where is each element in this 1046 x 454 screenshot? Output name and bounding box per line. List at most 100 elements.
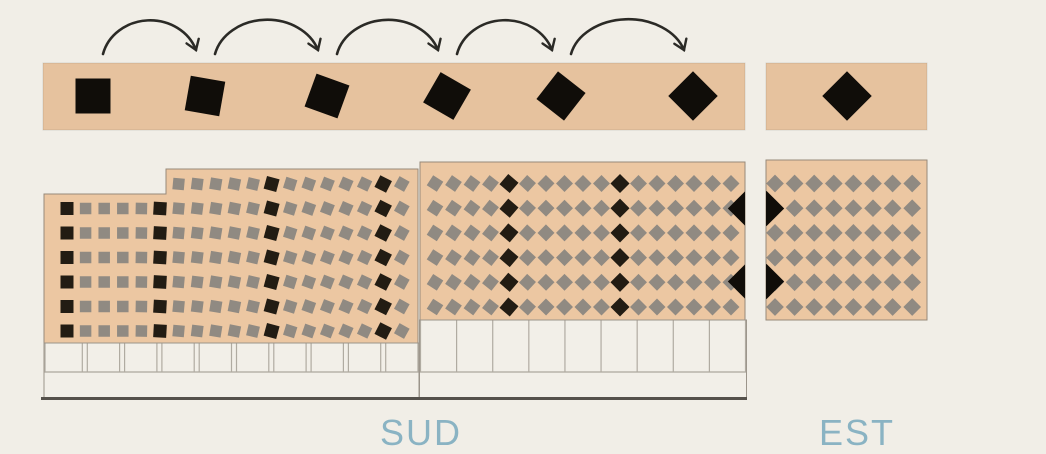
facade-cell <box>722 249 740 267</box>
facade-cell <box>648 199 666 217</box>
facade-cell <box>338 200 354 217</box>
facade-cell <box>393 298 410 315</box>
ground-floor <box>41 319 747 400</box>
facade-cell <box>482 298 499 316</box>
rotation-arrows <box>101 17 688 56</box>
facade-cell <box>445 298 462 316</box>
facade-cell <box>356 323 373 339</box>
facade-cell <box>338 323 354 339</box>
facade-cell <box>117 202 129 215</box>
facade-cell <box>574 298 592 316</box>
facade-cell-black <box>374 322 392 340</box>
facade-cell <box>556 199 573 217</box>
facade-cell <box>648 273 666 291</box>
facade-cell <box>445 273 462 291</box>
caption-est: EST <box>818 412 895 453</box>
facade-cell <box>135 227 148 239</box>
facade-cell-black <box>263 200 280 217</box>
facade-cell <box>117 227 129 239</box>
facade-cell <box>519 298 536 316</box>
facade-cell <box>426 274 444 291</box>
facade-cell <box>98 227 110 239</box>
facade-cell <box>98 300 110 313</box>
facade-cell <box>319 201 335 216</box>
ground-strip <box>419 319 747 399</box>
facade-cell <box>246 177 260 191</box>
facade-cell-black <box>610 198 630 218</box>
facade-cell <box>227 299 242 314</box>
facade-cell-black <box>60 202 74 215</box>
facade-cell <box>445 175 462 192</box>
arc-arrow <box>101 19 200 56</box>
facade-cell-black <box>60 226 74 240</box>
facade-cell <box>227 201 242 216</box>
facade-cell <box>445 249 462 266</box>
facade-cell-black <box>153 275 167 289</box>
facade-cell <box>356 249 373 266</box>
facade-cell <box>556 224 573 242</box>
corner-diamond <box>727 263 745 300</box>
facade-cell-black <box>610 223 630 243</box>
rotation-step-square <box>304 73 350 119</box>
arc-arrow <box>335 18 442 56</box>
facade-cell <box>190 177 204 191</box>
facade-cell <box>135 202 148 215</box>
facade-est <box>765 159 928 321</box>
facade-cell <box>556 175 573 192</box>
facade-cell <box>319 274 335 290</box>
facade-cell <box>172 202 185 215</box>
facade-cell <box>685 249 703 267</box>
facade-cell <box>445 224 462 242</box>
facade-cell <box>463 298 481 316</box>
facade-cell <box>667 224 684 242</box>
facade-cell <box>593 224 610 242</box>
facade-cell <box>593 273 610 291</box>
facade-cell <box>209 177 223 191</box>
facade-cell <box>445 199 462 217</box>
facade-cell <box>630 175 647 192</box>
facade-cell <box>79 251 92 264</box>
facade-cell <box>463 224 481 242</box>
facade-cell <box>135 300 148 313</box>
facade-cell <box>393 274 410 290</box>
facade-cell-black <box>610 248 630 268</box>
facade-cell <box>574 249 592 267</box>
facade-cell <box>190 226 204 240</box>
facade-cell <box>356 225 373 241</box>
facade-cell <box>704 298 721 316</box>
facade-cell <box>630 224 647 242</box>
facade-cell-black <box>153 226 167 240</box>
facade-cell <box>537 224 555 242</box>
facade-cell <box>393 225 410 241</box>
facade-cell <box>426 249 444 266</box>
facade-cell <box>117 276 129 288</box>
facade-cell-black <box>153 324 167 338</box>
facade-cell <box>301 299 317 314</box>
rotation-step-square <box>423 72 471 120</box>
facade-cell <box>519 273 536 291</box>
facade-cell-black <box>374 224 392 242</box>
facade-cell <box>283 201 298 216</box>
facade-cell <box>190 300 204 313</box>
facade-cell-black <box>499 173 519 194</box>
rotation-step-square <box>75 78 111 114</box>
facade-cell <box>227 324 242 338</box>
arc-arrow <box>569 17 688 56</box>
rotation-step-square <box>536 71 586 121</box>
facade-cell <box>648 224 666 242</box>
facade-cell <box>301 323 317 339</box>
facade-cell <box>426 199 444 217</box>
facade-cell-black <box>374 273 392 291</box>
facade-cell <box>246 250 260 265</box>
facade-cell <box>117 300 129 313</box>
facade-cell <box>135 325 148 337</box>
facade-cell <box>172 324 185 338</box>
facade-cell-black <box>374 248 392 267</box>
facade-cell <box>356 274 373 290</box>
facade-cell <box>482 175 499 192</box>
facade-cell <box>319 323 335 339</box>
facade-cell <box>172 226 185 240</box>
facade-cell <box>463 249 481 266</box>
facade-cell <box>79 202 92 215</box>
